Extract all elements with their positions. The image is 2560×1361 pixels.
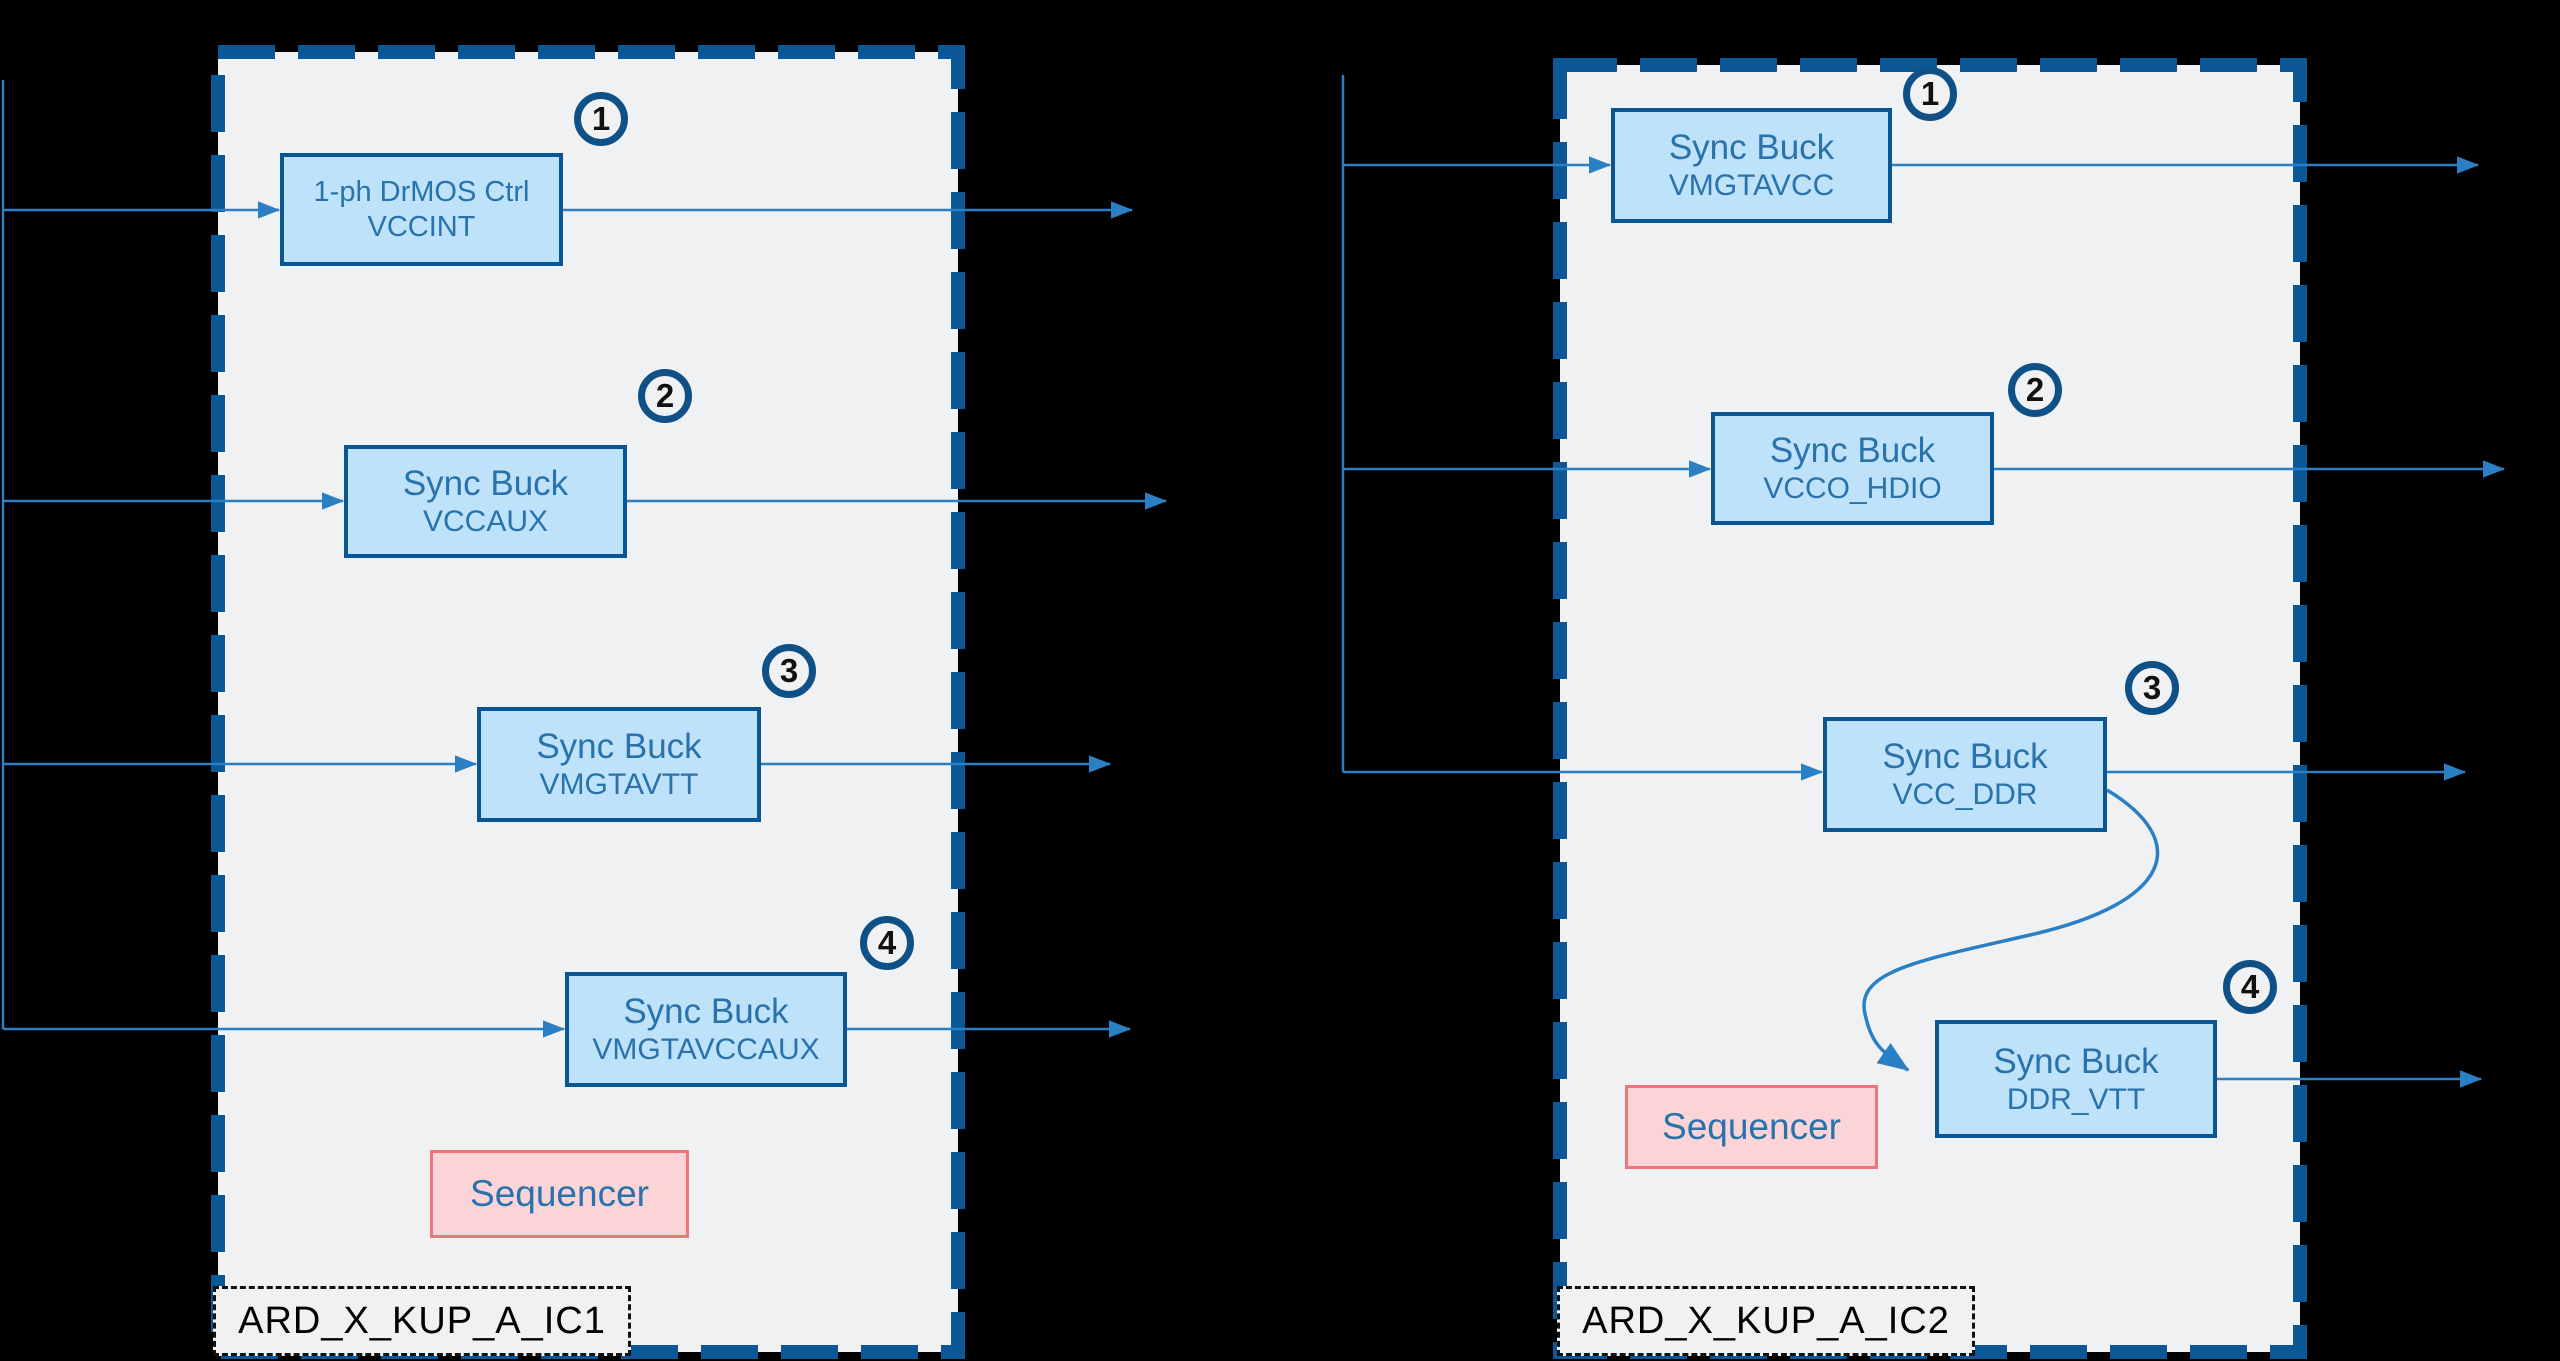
sequence-number-badge: 3 xyxy=(2125,661,2179,715)
sequence-number-badge: 1 xyxy=(1903,67,1957,121)
converter-block-vmgtavccaux: Sync Buck VMGTAVCCAUX xyxy=(565,972,847,1087)
converter-block-vmgtavtt: Sync Buck VMGTAVTT xyxy=(477,707,761,822)
converter-block-vccint: 1-ph DrMOS Ctrl VCCINT xyxy=(280,153,563,266)
sequence-number: 3 xyxy=(779,652,799,689)
sequence-number: 4 xyxy=(2240,968,2260,1005)
sequence-number-badge: 4 xyxy=(2223,960,2277,1014)
converter-block-vcco-hdio: Sync Buck VCCO_HDIO xyxy=(1711,412,1994,525)
sequencer-label: Sequencer xyxy=(1662,1106,1841,1147)
container-ic1-outline xyxy=(211,45,965,1359)
block-rail-label: VMGTAVTT xyxy=(539,768,699,802)
sequencer-label: Sequencer xyxy=(470,1173,649,1214)
block-type-label: Sync Buck xyxy=(1882,737,2048,777)
block-rail-label: VMGTAVCC xyxy=(1668,169,1835,203)
sequencer-block-ic2: Sequencer xyxy=(1625,1085,1878,1169)
sequence-number: 1 xyxy=(591,100,611,137)
ic2-name: ARD_X_KUP_A_IC2 xyxy=(1582,1299,1950,1342)
block-rail-label: VMGTAVCCAUX xyxy=(592,1033,820,1067)
ic2-input-bus xyxy=(1341,75,1824,781)
converter-block-vcc-ddr: Sync Buck VCC_DDR xyxy=(1823,717,2107,832)
block-type-label: Sync Buck xyxy=(623,992,789,1032)
converter-block-vccaux: Sync Buck VCCAUX xyxy=(344,445,627,558)
converter-block-vmgtavcc: Sync Buck VMGTAVCC xyxy=(1611,108,1892,223)
block-type-label: Sync Buck xyxy=(536,727,702,767)
block-type-label: Sync Buck xyxy=(1993,1041,2159,1081)
block-rail-label: DDR_VTT xyxy=(2006,1082,2146,1116)
block-rail-label: VCCO_HDIO xyxy=(1763,472,1942,506)
sequence-number-badge: 1 xyxy=(574,92,628,146)
sequence-number: 1 xyxy=(1920,75,1940,112)
sequence-number: 3 xyxy=(2142,669,2162,706)
sequence-number-badge: 4 xyxy=(860,916,914,970)
sequence-number-badge: 2 xyxy=(638,369,692,423)
block-type-label: Sync Buck xyxy=(1668,128,1835,168)
vccddr-to-ddrvtt-arrow xyxy=(1862,788,2160,1072)
ic2-name-box: ARD_X_KUP_A_IC2 xyxy=(1557,1286,1975,1356)
block-type-label: Sync Buck xyxy=(1769,431,1936,471)
sequencer-block-ic1: Sequencer xyxy=(430,1150,689,1238)
sequence-number: 4 xyxy=(877,924,897,961)
converter-block-ddr-vtt: Sync Buck DDR_VTT xyxy=(1935,1020,2217,1138)
block-type-label: Sync Buck xyxy=(402,464,569,504)
ic1-output-arrows xyxy=(563,201,1168,1038)
block-rail-label: VCC_DDR xyxy=(1892,778,2038,812)
ic1-name-box: ARD_X_KUP_A_IC1 xyxy=(213,1286,631,1356)
block-rail-label: VCCINT xyxy=(367,210,476,243)
ic1-input-bus xyxy=(1,80,566,1038)
sequence-number: 2 xyxy=(2025,371,2045,408)
ic2-output-arrows xyxy=(1891,156,2506,1088)
block-rail-label: VCCAUX xyxy=(422,505,549,539)
block-type-label: 1-ph DrMOS Ctrl xyxy=(313,176,530,209)
sequence-number-badge: 2 xyxy=(2008,363,2062,417)
sequence-number-badge: 3 xyxy=(762,644,816,698)
sequence-number: 2 xyxy=(655,377,675,414)
ic1-name: ARD_X_KUP_A_IC1 xyxy=(238,1299,606,1342)
